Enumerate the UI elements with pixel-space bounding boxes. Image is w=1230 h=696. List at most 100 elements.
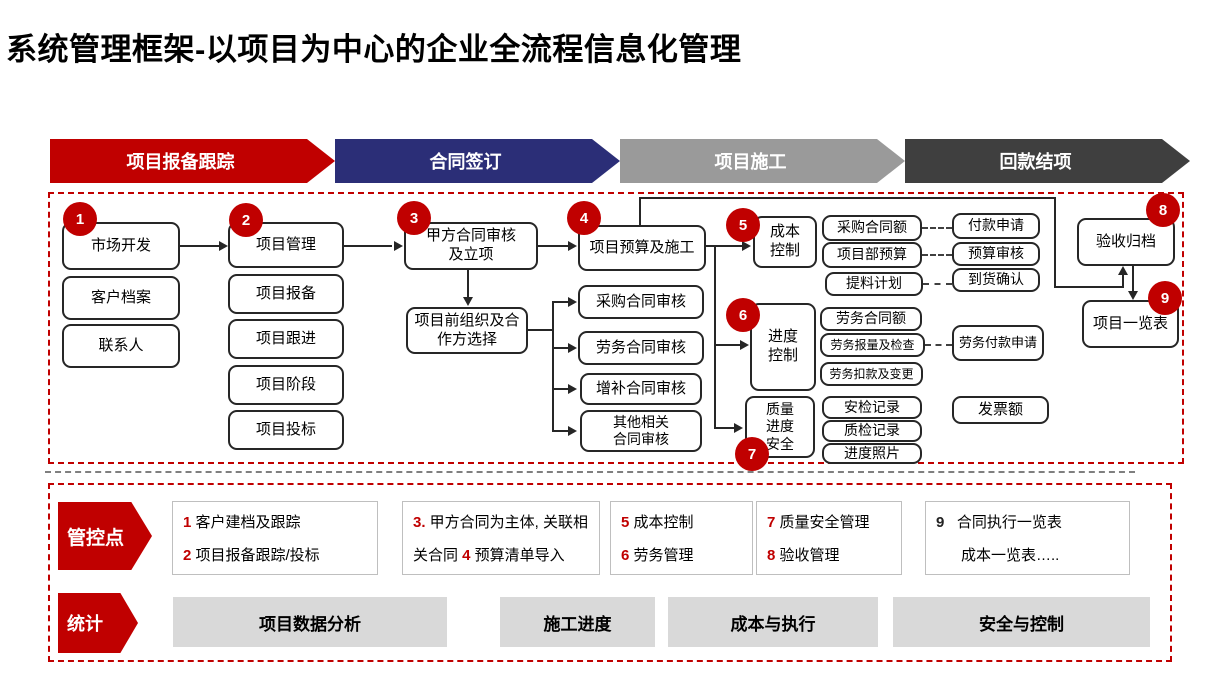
cp-line: 关合同 4 预算清单导入 — [413, 539, 599, 572]
cp-text: 甲方合同为主体, 关联相 — [425, 514, 589, 531]
flow-box-project-stage: 项目阶段 — [228, 365, 344, 405]
flow-box-customer-file: 客户档案 — [62, 276, 180, 320]
dashed-connector — [925, 344, 952, 346]
control-point-item-1-2: 1 客户建档及跟踪 2 项目报备跟踪/投标 — [172, 501, 378, 575]
legend-frame — [48, 483, 1172, 662]
flow-box-safety-record: 安检记录 — [822, 396, 922, 419]
cp-num: 5 — [621, 514, 630, 531]
connector — [1054, 197, 1056, 288]
arrowhead — [1128, 291, 1138, 300]
flow-box-budget-review: 预算审核 — [952, 242, 1040, 266]
flow-box-invoice-amount: 发票额 — [952, 396, 1049, 424]
cp-line: 3. 甲方合同为主体, 关联相 — [413, 506, 599, 539]
flow-box-purchase-amount: 采购合同额 — [822, 215, 922, 241]
flowchart-frame — [48, 192, 1184, 464]
step-circle-5: 5 — [726, 208, 760, 242]
banner-contract-signing: 合同签订 — [335, 139, 620, 183]
cp-text: 成本一览表….. — [936, 547, 1060, 564]
cp-line: 9 合同执行一览表 — [936, 506, 1129, 539]
arrowhead — [742, 241, 751, 251]
flow-box-other-review: 其他相关 合同审核 — [580, 410, 702, 452]
cp-line: 成本一览表….. — [936, 539, 1129, 572]
step-circle-1: 1 — [63, 202, 97, 236]
cp-num: 8 — [767, 547, 776, 564]
dashed-connector — [923, 283, 952, 285]
arrowhead — [568, 384, 577, 394]
step-circle-2: 2 — [229, 203, 263, 237]
section-divider — [45, 471, 1135, 473]
cp-text: 验收管理 — [775, 547, 840, 564]
cp-text: 劳务管理 — [629, 547, 694, 564]
cp-num: 7 — [767, 514, 776, 531]
flow-box-pre-org: 项目前组织及合 作方选择 — [406, 307, 528, 354]
cp-text: 项目报备跟踪/投标 — [191, 547, 320, 564]
step-circle-4: 4 — [567, 201, 601, 235]
arrowhead — [568, 241, 577, 251]
connector — [552, 301, 569, 303]
connector — [639, 197, 641, 225]
connector — [527, 329, 554, 331]
arrowhead — [734, 423, 743, 433]
connector — [467, 268, 469, 298]
flow-box-material-plan: 提料计划 — [825, 272, 923, 296]
arrowhead — [568, 426, 577, 436]
stat-box-cost-execution: 成本与执行 — [668, 597, 878, 647]
arrowhead — [740, 340, 749, 350]
connector — [552, 388, 569, 390]
cp-text: 预算清单导入 — [470, 547, 565, 564]
stat-box-safety-control: 安全与控制 — [893, 597, 1150, 647]
connector — [538, 245, 571, 247]
dashed-connector — [922, 227, 952, 229]
flow-box-party-a-contract: 甲方合同审核 及立项 — [404, 222, 538, 270]
control-points-arrow: 管控点 — [58, 502, 152, 570]
statistics-arrow: 统计 — [58, 593, 138, 653]
flow-box-labor-deduct: 劳务扣款及变更 — [820, 362, 923, 386]
flow-box-progress-control: 进度 控制 — [750, 303, 816, 391]
flow-box-purchase-review: 采购合同审核 — [578, 285, 704, 319]
step-circle-3: 3 — [397, 201, 431, 235]
flow-box-project-mgmt: 项目管理 — [228, 222, 344, 268]
flow-box-market-dev: 市场开发 — [62, 222, 180, 270]
connector — [552, 301, 554, 432]
flow-box-contact: 联系人 — [62, 324, 180, 368]
flow-box-labor-review: 劳务合同审核 — [578, 331, 704, 365]
connector — [552, 430, 569, 432]
cp-text: 成本控制 — [629, 514, 694, 531]
arrowhead — [1118, 266, 1128, 275]
flow-box-project-follow: 项目跟进 — [228, 319, 344, 359]
cp-num: 1 — [183, 514, 192, 531]
connector — [1054, 286, 1124, 288]
banner-construction: 项目施工 — [620, 139, 905, 183]
cp-text: 质量安全管理 — [775, 514, 870, 531]
cp-num: 4 — [462, 547, 471, 564]
cp-num: 6 — [621, 547, 630, 564]
cp-pre: 关合同 — [413, 547, 463, 564]
flow-box-quality-record: 质检记录 — [822, 420, 922, 442]
cp-text: 客户建档及跟踪 — [191, 514, 301, 531]
step-circle-8: 8 — [1146, 193, 1180, 227]
dashed-connector — [922, 254, 952, 256]
step-circle-7: 7 — [735, 437, 769, 471]
flow-box-labor-payment: 劳务付款申请 — [952, 325, 1044, 361]
arrowhead — [568, 343, 577, 353]
flow-box-supplement-review: 增补合同审核 — [580, 373, 702, 405]
flow-box-labor-check: 劳务报量及检查 — [820, 333, 925, 357]
stat-box-construction-progress: 施工进度 — [500, 597, 655, 647]
connector — [1132, 266, 1134, 292]
arrowhead — [568, 297, 577, 307]
connector — [714, 344, 741, 346]
step-circle-6: 6 — [726, 298, 760, 332]
step-circle-9: 9 — [1148, 281, 1182, 315]
cp-num: 3. — [413, 514, 426, 531]
connector — [344, 245, 392, 247]
flow-box-progress-photo: 进度照片 — [822, 443, 922, 464]
cp-num: 2 — [183, 547, 192, 564]
control-point-item-3-4: 3. 甲方合同为主体, 关联相 关合同 4 预算清单导入 — [402, 501, 600, 575]
arrowhead — [394, 241, 403, 251]
flow-box-project-bid: 项目投标 — [228, 410, 344, 450]
flow-box-labor-amount: 劳务合同额 — [820, 307, 922, 331]
flow-box-cost-control: 成本 控制 — [753, 216, 817, 268]
connector — [639, 197, 1056, 199]
page-title: 系统管理框架-以项目为中心的企业全流程信息化管理 — [6, 32, 742, 67]
flow-box-dept-budget: 项目部预算 — [822, 242, 922, 268]
